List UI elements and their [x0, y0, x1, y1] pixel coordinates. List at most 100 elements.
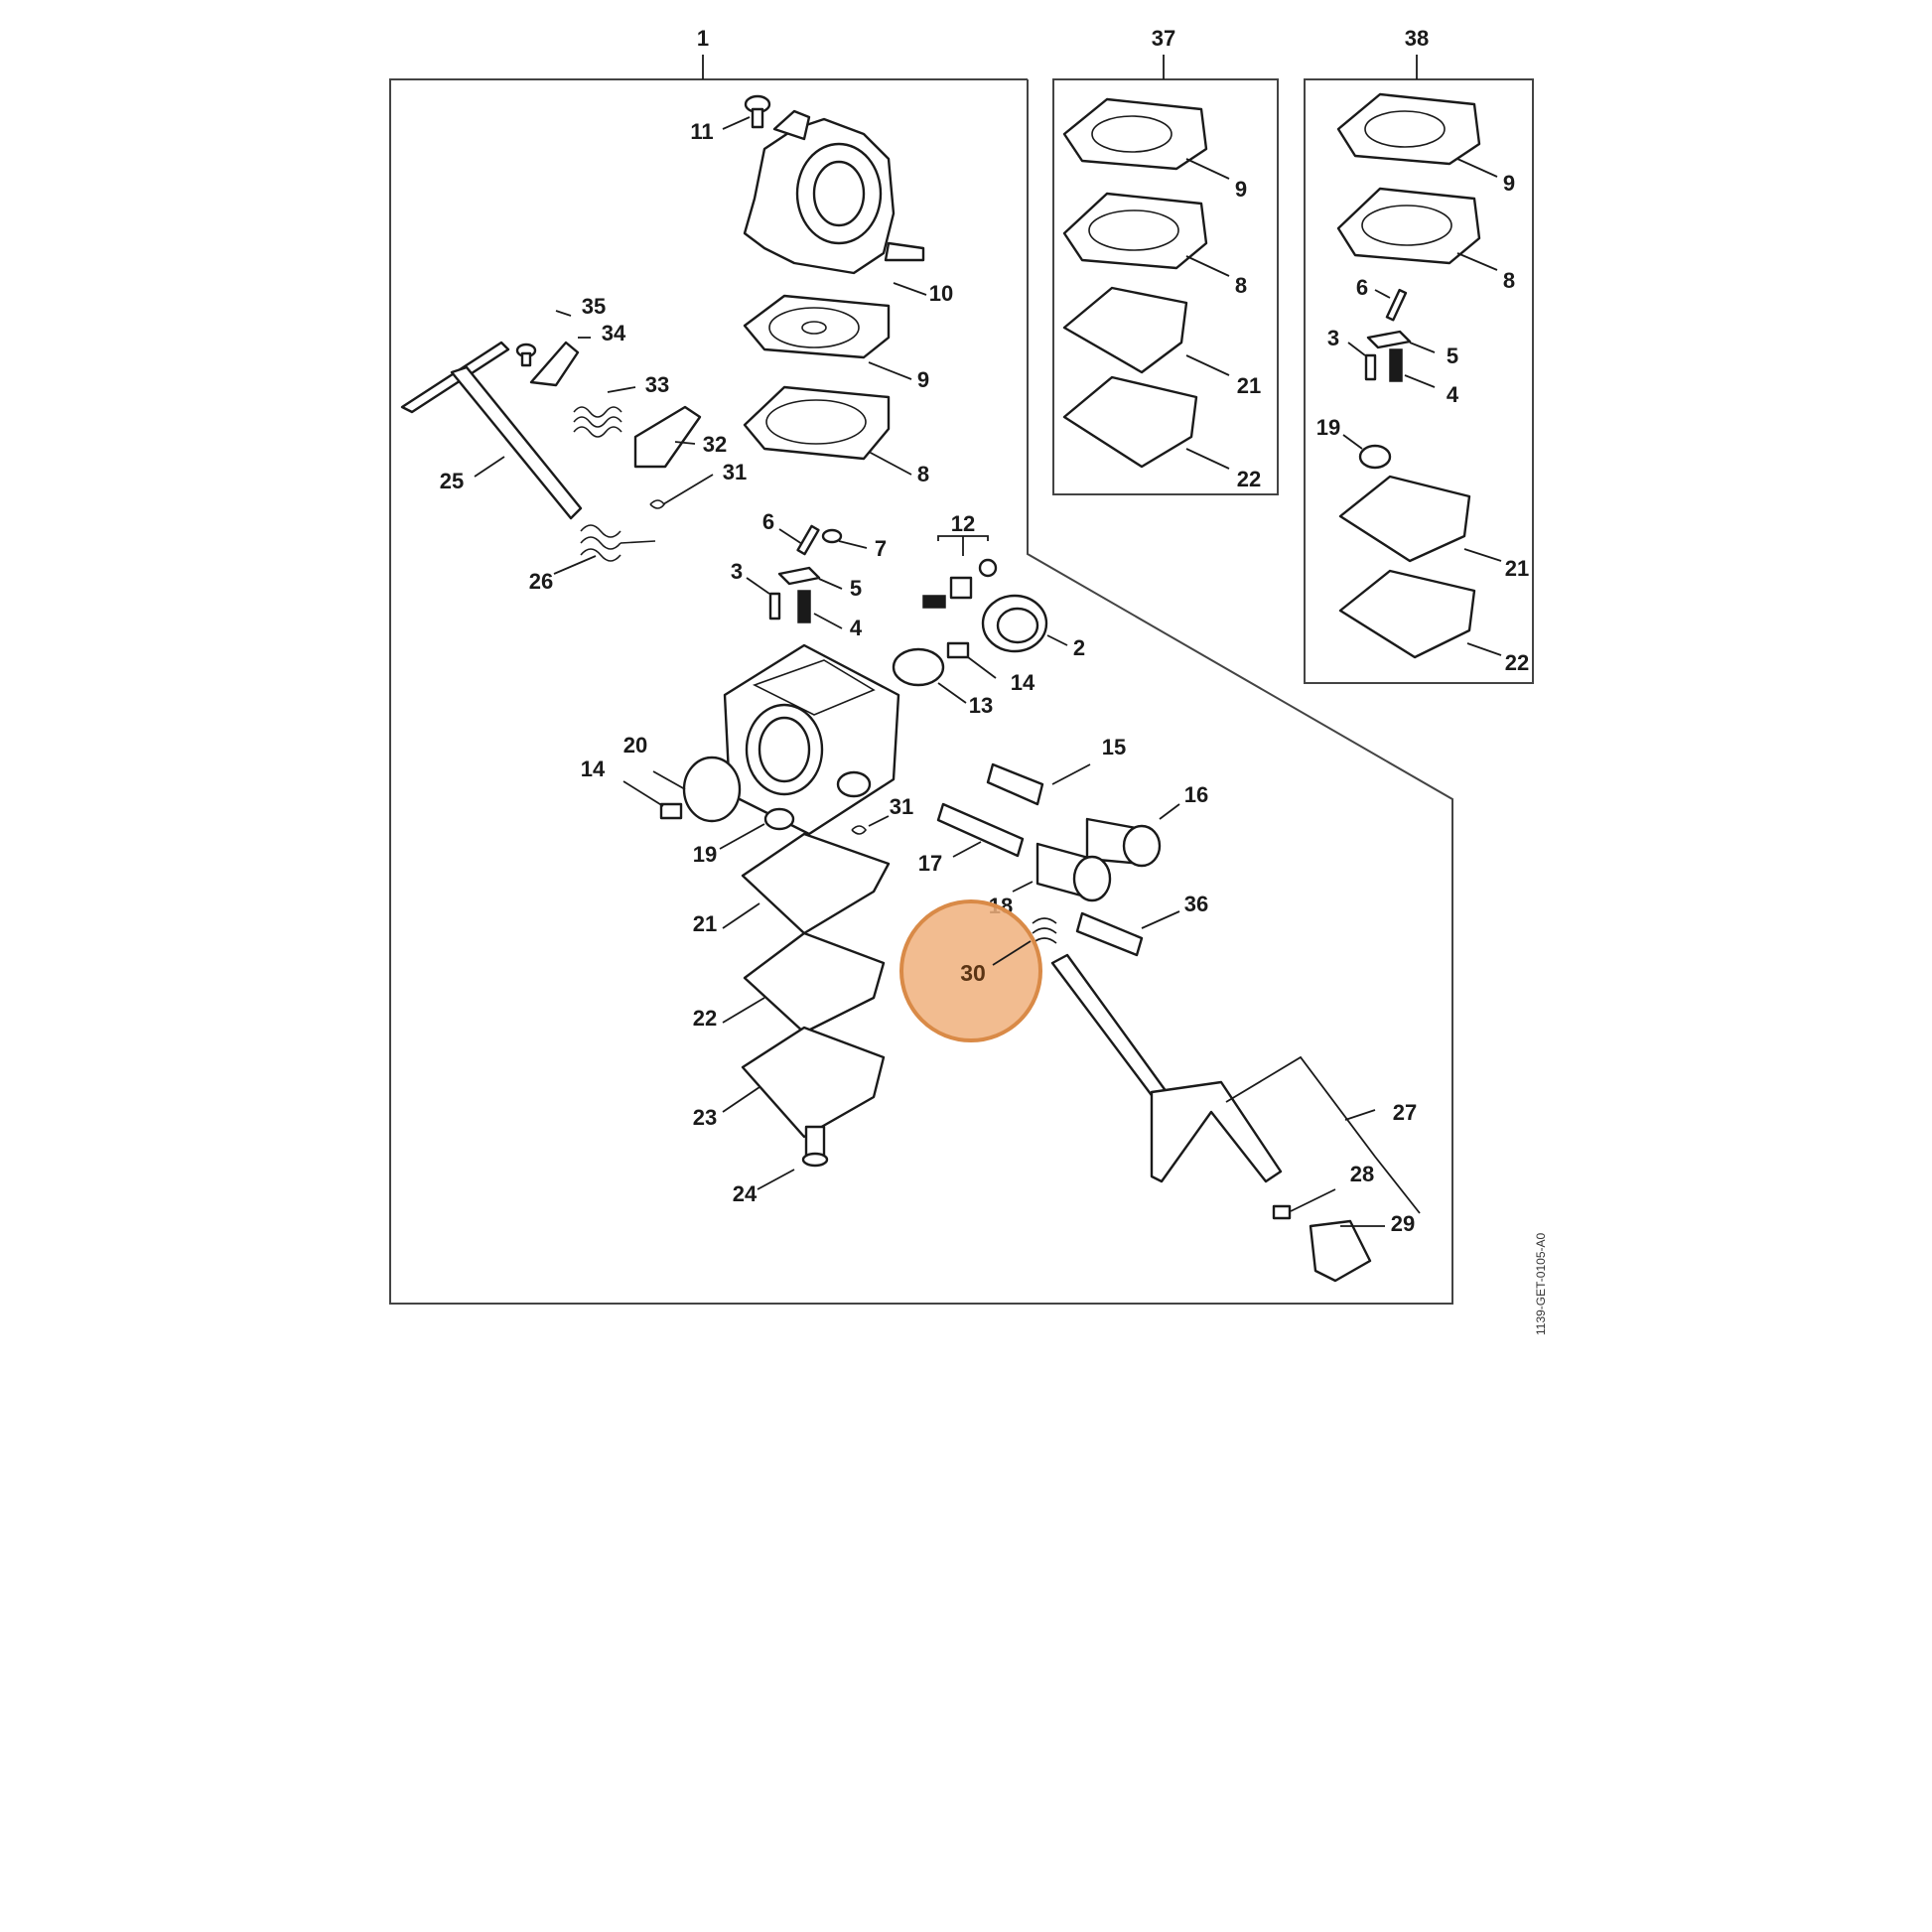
kit38-gasket-21: [1338, 475, 1471, 563]
callout-3[interactable]: 3: [731, 559, 743, 584]
kit38-lever-5: [1366, 330, 1412, 349]
kit37-callout-22[interactable]: 22: [1237, 467, 1261, 491]
callout-21[interactable]: 21: [693, 911, 717, 936]
part-spring-26: [580, 524, 656, 562]
part-gasket-21: [741, 832, 891, 935]
part-cap-16: [1085, 817, 1162, 868]
part-gasket-22: [743, 931, 886, 1035]
callout-19[interactable]: 19: [693, 842, 717, 867]
callout-34[interactable]: 34: [602, 321, 626, 345]
kit37-gasket-8: [1062, 192, 1208, 270]
callout-31[interactable]: 31: [723, 460, 747, 484]
callout-26[interactable]: 26: [529, 569, 553, 594]
kit38-callout-5[interactable]: 5: [1447, 344, 1458, 368]
callout-17[interactable]: 17: [918, 851, 942, 876]
kit38-callout-21[interactable]: 21: [1505, 556, 1529, 581]
callout-27[interactable]: 27: [1393, 1100, 1417, 1125]
part-carburetor-body: [723, 643, 900, 836]
callout-25[interactable]: 25: [440, 469, 464, 493]
part-screw-14-lower: [659, 802, 683, 820]
kit37-callout-9[interactable]: 9: [1235, 177, 1247, 202]
kit38-callout-9[interactable]: 9: [1503, 171, 1515, 196]
kit38-callout-3[interactable]: 3: [1327, 326, 1339, 350]
part-plate-20: [682, 756, 742, 823]
kit38-callout-22[interactable]: 22: [1505, 650, 1529, 675]
kit38-spring-4: [1389, 348, 1403, 382]
part-clip-31-lower: [851, 825, 868, 835]
part-pin-6: [796, 524, 820, 556]
callout-15[interactable]: 15: [1102, 735, 1126, 759]
part-screw-36: [1075, 911, 1144, 957]
part-screw-28: [1272, 1204, 1292, 1220]
part-sleeve-2: [981, 594, 1048, 653]
callout-28[interactable]: 28: [1350, 1162, 1374, 1186]
part-screw-11: [744, 94, 771, 129]
kit38-filter-19: [1358, 444, 1392, 470]
part-lever-34: [529, 341, 580, 387]
part-screw-17: [936, 802, 1025, 858]
callout-8[interactable]: 8: [917, 462, 929, 486]
kit37-diaphragm-9: [1062, 97, 1208, 171]
part-grip-29: [1309, 1219, 1372, 1283]
group-label-kit-38: 38: [1405, 26, 1429, 51]
callout-7[interactable]: 7: [875, 536, 887, 561]
part-lever-32: [633, 405, 702, 469]
callout-33[interactable]: 33: [645, 372, 669, 397]
callout-10[interactable]: 10: [929, 281, 953, 306]
callout-31-lower[interactable]: 31: [890, 794, 913, 819]
kit38-callout-4[interactable]: 4: [1447, 382, 1459, 407]
kit38-callout-6[interactable]: 6: [1356, 275, 1368, 300]
part-screw-35: [515, 343, 537, 367]
callout-11[interactable]: 11: [690, 119, 713, 144]
part-screw-14-upper: [946, 641, 970, 659]
kit37-gasket-22: [1062, 375, 1198, 469]
part-screw-24: [801, 1125, 829, 1168]
kit-38-frame: [1304, 55, 1534, 684]
kit38-diaphragm-9: [1336, 92, 1481, 166]
part-filter-19: [763, 807, 795, 831]
callout-32[interactable]: 32: [703, 432, 727, 457]
callout-12[interactable]: 12: [951, 511, 975, 536]
part-screw-7: [821, 528, 843, 544]
kit38-gasket-22: [1338, 569, 1476, 659]
callout-29[interactable]: 29: [1391, 1211, 1415, 1236]
callout-13[interactable]: 13: [969, 693, 993, 718]
callout-16[interactable]: 16: [1184, 782, 1208, 807]
highlight-marker-30[interactable]: 30: [899, 899, 1042, 1042]
kit-37-frame: [1052, 55, 1279, 495]
kit38-gasket-8: [1336, 187, 1481, 265]
group-label-main: 1: [697, 26, 709, 51]
callout-24[interactable]: 24: [733, 1181, 758, 1206]
callout-2[interactable]: 2: [1073, 635, 1085, 660]
kit38-callout-8[interactable]: 8: [1503, 268, 1515, 293]
highlight-label-30: 30: [960, 960, 986, 986]
part-plate-13: [892, 647, 945, 687]
kit37-callout-21[interactable]: 21: [1237, 373, 1261, 398]
callout-4[interactable]: 4: [850, 616, 863, 640]
callout-23[interactable]: 23: [693, 1105, 717, 1130]
callout-22[interactable]: 22: [693, 1006, 717, 1031]
part-clip-31: [649, 499, 666, 509]
part-spring-33: [573, 406, 622, 438]
callout-14-lower[interactable]: 14: [581, 757, 606, 781]
kit37-callout-8[interactable]: 8: [1235, 273, 1247, 298]
part-shaft-25: [400, 341, 583, 520]
callout-36[interactable]: 36: [1184, 892, 1208, 916]
main-frame: [389, 55, 1453, 1305]
callout-35[interactable]: 35: [582, 294, 606, 319]
part-shaft-27: [1050, 953, 1283, 1183]
callouts-kit-37: 9 8 21 22: [1235, 177, 1261, 491]
group-label-kit-37: 37: [1152, 26, 1175, 51]
callout-9[interactable]: 9: [917, 367, 929, 392]
callout-14-upper[interactable]: 14: [1011, 670, 1035, 695]
kit38-callout-19[interactable]: 19: [1316, 415, 1340, 440]
callout-6[interactable]: 6: [762, 509, 774, 534]
part-valve-12: [922, 558, 998, 609]
part-gasket-8: [743, 385, 891, 461]
callouts-kit-38: 9 8 6 3 5 4 19 21 22: [1316, 171, 1529, 675]
callout-20[interactable]: 20: [623, 733, 647, 758]
callout-5[interactable]: 5: [850, 576, 862, 601]
callouts-main: 11 10 9 8 35 34 33 32 31 25 26 6 7 3 5 4…: [440, 119, 1417, 1236]
part-needle-3: [768, 592, 781, 621]
